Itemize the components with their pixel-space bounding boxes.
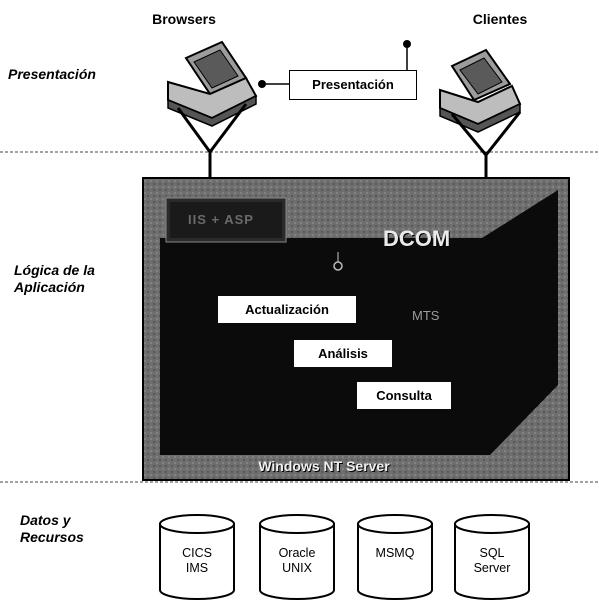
resource-line2: UNIX — [261, 561, 333, 576]
mts-label: MTS — [412, 308, 439, 323]
tier-logic-label: Lógica de la Aplicación — [14, 262, 95, 296]
resource-line2: Server — [456, 561, 528, 576]
resource-oracle-unix: Oracle UNIX — [261, 546, 333, 576]
tier-logic-line1: Lógica de la — [14, 262, 95, 279]
resource-cics-ims: CICS IMS — [161, 546, 233, 576]
tier-data-line2: Recursos — [20, 529, 84, 546]
iis-asp-label: IIS + ASP — [188, 212, 254, 227]
resource-msmq: MSMQ — [359, 546, 431, 561]
windows-nt-server-label: Windows NT Server — [224, 458, 424, 474]
client-computer-icon — [440, 50, 520, 132]
component-consulta: Consulta — [357, 382, 451, 409]
dcom-label: DCOM — [383, 226, 450, 252]
resource-line1: SQL — [456, 546, 528, 561]
tier-logic-line2: Aplicación — [14, 279, 95, 296]
tier-data-label: Datos y Recursos — [20, 512, 84, 546]
resource-line2: IMS — [161, 561, 233, 576]
clients-label: Clientes — [440, 11, 560, 27]
resource-line1: CICS — [161, 546, 233, 561]
browsers-label: Browsers — [124, 11, 244, 27]
resource-line1: MSMQ — [359, 546, 431, 561]
tier-presentation-label: Presentación — [8, 66, 96, 83]
component-actualizacion: Actualización — [218, 296, 356, 323]
resource-sql-server: SQL Server — [456, 546, 528, 576]
component-analisis: Análisis — [294, 340, 392, 367]
presentation-box: Presentación — [289, 70, 417, 100]
resource-line1: Oracle — [261, 546, 333, 561]
tier-data-line1: Datos y — [20, 512, 84, 529]
